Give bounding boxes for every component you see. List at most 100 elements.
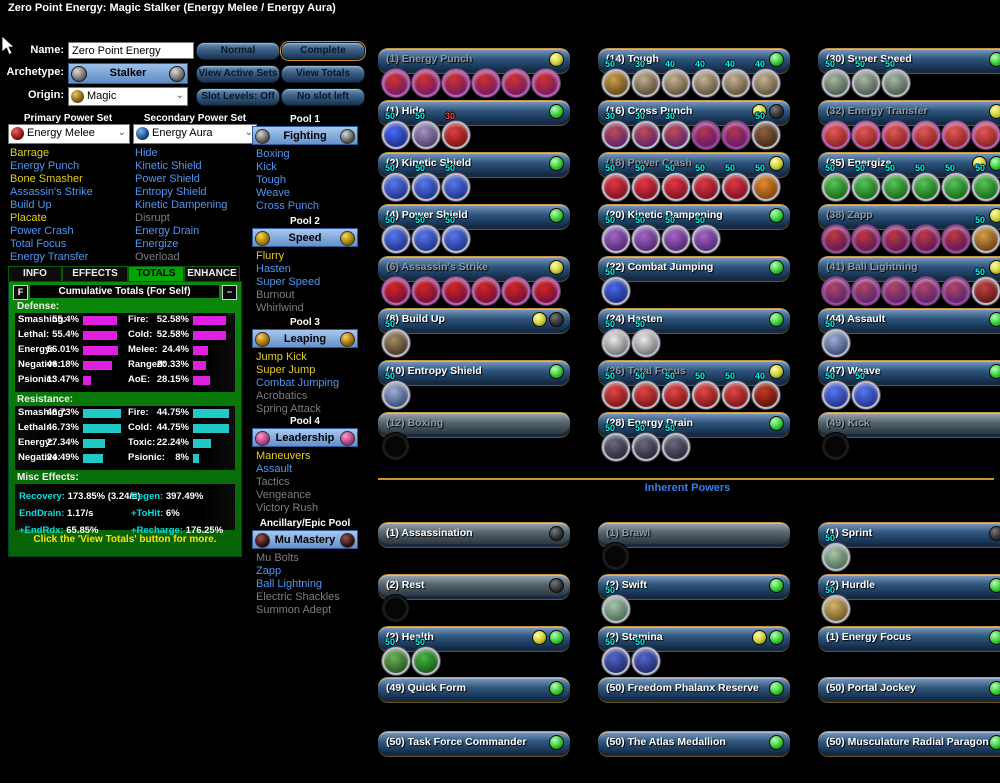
powerlist-item-energy-drain[interactable]: Energy Drain — [135, 225, 200, 237]
enhancement-slot[interactable] — [532, 61, 560, 98]
powerlist-item-kick[interactable]: Kick — [256, 161, 277, 173]
enhancement-slot[interactable] — [852, 217, 880, 254]
power-bar[interactable]: (1) Energy Punch — [378, 48, 570, 70]
enhancement-slot[interactable]: 50 — [752, 163, 780, 202]
pool-dropdown-leaping[interactable]: Leaping — [252, 329, 358, 348]
enhancement-slot[interactable]: 30 — [442, 111, 470, 150]
float-button[interactable]: F — [13, 285, 28, 300]
enhancement-slot[interactable] — [822, 113, 850, 150]
tab-enhance[interactable]: ENHANCE — [184, 266, 240, 281]
enhancement-slot[interactable]: 50 — [822, 371, 850, 410]
tab-totals[interactable]: TOTALS — [128, 266, 184, 281]
enhancement-slot[interactable]: 40 — [752, 371, 780, 410]
enhancement-slot[interactable]: 50 — [972, 163, 1000, 202]
powerlist-item-zapp[interactable]: Zapp — [256, 565, 282, 577]
powerlist-item-super-speed[interactable]: Super Speed — [256, 276, 321, 288]
powerlist-item-weave[interactable]: Weave — [256, 187, 291, 199]
pool-dropdown-speed[interactable]: Speed — [252, 228, 358, 247]
enhancement-slot[interactable] — [532, 269, 560, 306]
power-freedom-phalanx-reserve[interactable]: (50) Freedom Phalanx Reserve — [598, 677, 790, 729]
view-totals-button[interactable]: View Totals — [281, 65, 365, 83]
enhancement-slot[interactable]: 50 — [602, 319, 630, 358]
enhancement-slot[interactable]: 50 — [442, 215, 470, 254]
powerlist-item-tactics[interactable]: Tactics — [256, 476, 290, 488]
power-bar[interactable]: (35) Energize — [818, 152, 1000, 174]
enhancement-slot[interactable] — [882, 113, 910, 150]
enhancement-slot[interactable]: 50 — [382, 163, 410, 202]
enhancement-slot[interactable] — [822, 425, 849, 462]
pool-dropdown-mu-mastery[interactable]: Mu Mastery — [252, 530, 358, 549]
view-active-sets-button[interactable]: View Active Sets — [196, 65, 280, 83]
enhancement-slot[interactable]: 50 — [852, 163, 880, 202]
power-bar[interactable]: (2) Swift — [598, 574, 790, 596]
powerlist-item-spring-attack[interactable]: Spring Attack — [256, 403, 321, 415]
enhancement-slot[interactable] — [472, 61, 500, 98]
powerlist-item-assault[interactable]: Assault — [256, 463, 293, 475]
enhancement-slot[interactable]: 50 — [412, 111, 440, 150]
enhancement-slot[interactable]: 50 — [942, 163, 970, 202]
enhancement-slot[interactable] — [822, 217, 850, 254]
enhancement-slot[interactable]: 50 — [692, 163, 720, 202]
enhancement-slot[interactable]: 50 — [382, 215, 410, 254]
name-input[interactable] — [68, 42, 194, 59]
enhancement-slot[interactable] — [502, 61, 530, 98]
enhancement-slot[interactable]: 50 — [412, 215, 440, 254]
powerlist-item-power-crash[interactable]: Power Crash — [10, 225, 74, 237]
enhancement-slot[interactable] — [882, 269, 910, 306]
enhancement-slot[interactable]: 50 — [602, 163, 630, 202]
powerlist-item-super-jump[interactable]: Super Jump — [256, 364, 316, 376]
power-bar[interactable]: (1) Brawl — [598, 522, 790, 544]
enhancement-slot[interactable]: 50 — [632, 637, 660, 676]
enhancement-slot[interactable]: 50 — [602, 267, 630, 306]
power-bar[interactable]: (50) Portal Jockey — [818, 677, 1000, 699]
enhancement-slot[interactable]: 50 — [602, 637, 630, 676]
enhancement-slot[interactable]: 50 — [722, 371, 750, 410]
power-bar[interactable]: (50) The Atlas Medallion — [598, 731, 790, 753]
enhancement-slot[interactable]: 50 — [822, 59, 850, 98]
power-bar[interactable]: (50) Freedom Phalanx Reserve — [598, 677, 790, 699]
collapse-button[interactable]: − — [222, 285, 237, 300]
enhancement-slot[interactable]: 40 — [692, 59, 720, 98]
power-bar[interactable]: (20) Kinetic Dampening — [598, 204, 790, 226]
secondary-set-dropdown[interactable]: Energy Aura ⌄ — [133, 124, 257, 144]
power-bar[interactable]: (16) Cross Punch — [598, 100, 790, 122]
powerlist-item-disrupt[interactable]: Disrupt — [135, 212, 170, 224]
powerlist-item-boxing[interactable]: Boxing — [256, 148, 290, 160]
archetype-prev-icon[interactable] — [71, 66, 87, 82]
power-bar[interactable]: (1) Assassination — [378, 522, 570, 544]
powerlist-item-combat-jumping[interactable]: Combat Jumping — [256, 377, 340, 389]
enhancement-slot[interactable]: 50 — [692, 371, 720, 410]
enhancement-slot[interactable] — [912, 217, 940, 254]
powerlist-item-summon-adept[interactable]: Summon Adept — [256, 604, 332, 616]
enhancement-slot[interactable]: 50 — [662, 215, 690, 254]
power-bar[interactable]: (1) Energy Focus — [818, 626, 1000, 648]
powerlist-item-bone-smasher[interactable]: Bone Smasher — [10, 173, 83, 185]
enhancement-slot[interactable] — [472, 269, 500, 306]
enhancement-slot[interactable] — [852, 113, 880, 150]
power-energy-focus[interactable]: (1) Energy Focus — [818, 626, 1000, 678]
enhancement-slot[interactable] — [412, 269, 440, 306]
powerlist-item-cross-punch[interactable]: Cross Punch — [256, 200, 319, 212]
enhancement-slot[interactable]: 50 — [882, 59, 910, 98]
enhancement-slot[interactable]: 30 — [602, 111, 630, 150]
power-bar[interactable]: (50) Task Force Commander — [378, 731, 570, 753]
enhancement-slot[interactable] — [972, 113, 1000, 150]
power-bar[interactable]: (44) Assault — [818, 308, 1000, 330]
enhancement-slot[interactable] — [942, 217, 970, 254]
primary-set-dropdown[interactable]: Energy Melee ⌄ — [8, 124, 130, 144]
power-bar[interactable]: (28) Energy Drain — [598, 412, 790, 434]
normal-button[interactable]: Normal — [196, 42, 280, 60]
enhancement-slot[interactable] — [382, 61, 410, 98]
power-bar[interactable]: (1) Hide — [378, 100, 570, 122]
enhancement-slot[interactable]: 40 — [722, 59, 750, 98]
